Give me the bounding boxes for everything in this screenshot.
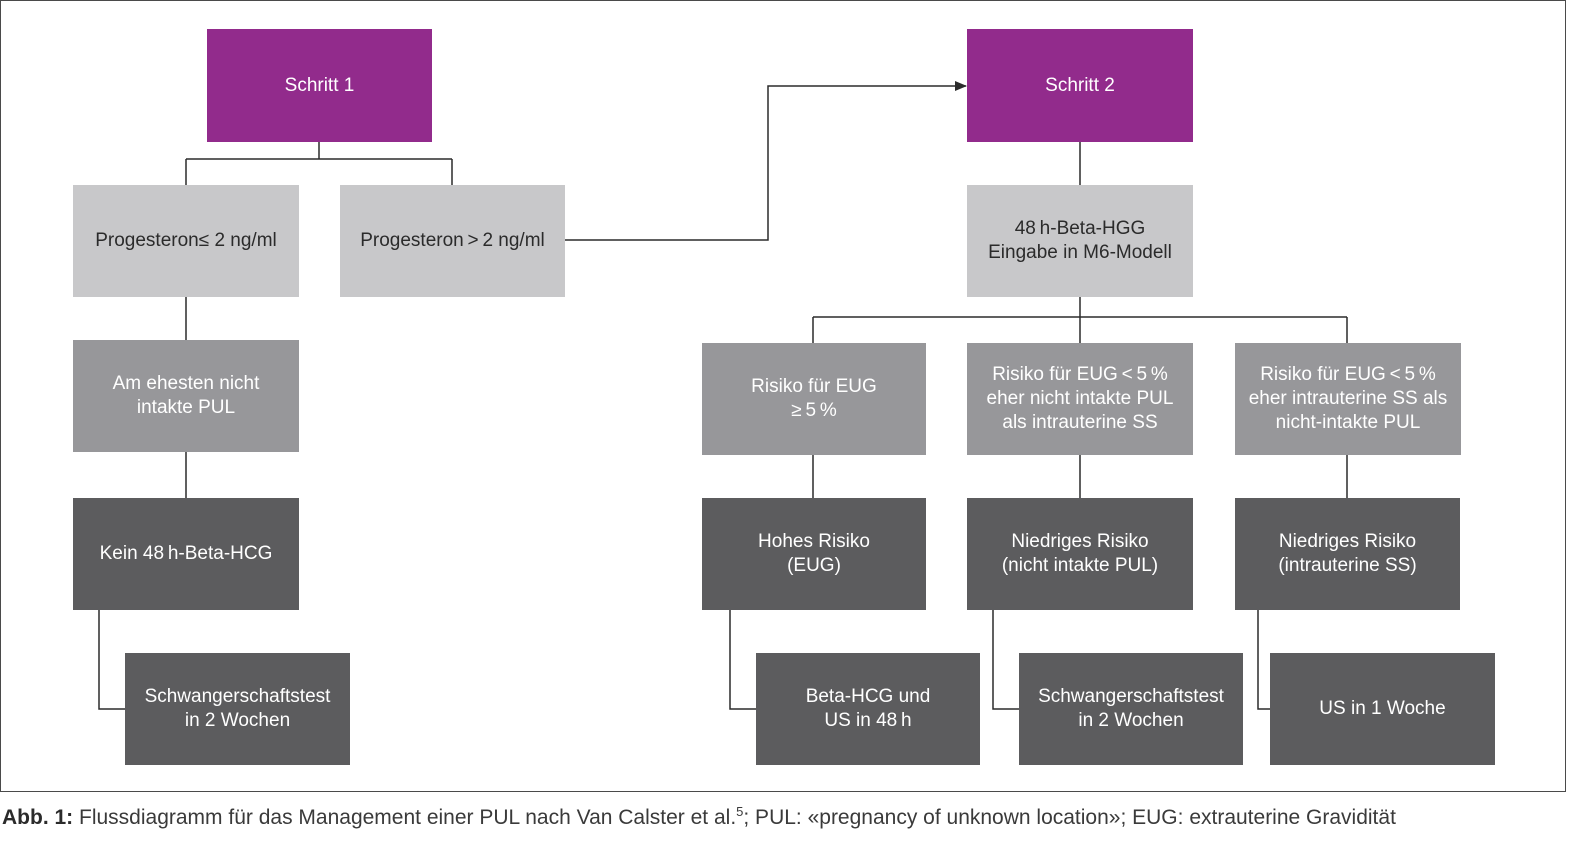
level-line: (EUG)	[787, 555, 841, 576]
step2-input-box: 48 h-Beta-HGG Eingabe in M6-Modell	[967, 185, 1193, 297]
connector-level3-to-followup3	[1257, 610, 1270, 710]
step1-title: Schritt 1	[284, 74, 355, 96]
followup-box-beta-hcg: Beta-HCG und US in 48 h	[756, 653, 980, 765]
risk-line: ≥ 5 %	[791, 400, 837, 421]
level-line: Niedriges Risiko	[1011, 531, 1149, 552]
connector-action-to-followup	[98, 610, 125, 710]
step1-assessment-line: Am ehesten nicht	[112, 373, 260, 394]
followup-box-pregnancy-test: Schwangerschaftstest in 2 Wochen	[1019, 653, 1243, 765]
step2-title: Schritt 2	[1045, 74, 1115, 96]
followup-line: in 2 Wochen	[1078, 710, 1184, 731]
step1-assessment-line: intakte PUL	[136, 397, 236, 418]
arrow-to-step2	[565, 81, 967, 241]
risk-line: eher intrauterine SS als	[1248, 388, 1448, 409]
caption-label: Abb. 1:	[2, 806, 74, 829]
connector-level1-to-followup1	[729, 610, 756, 710]
step2-input-line: Eingabe in M6-Modell	[988, 242, 1172, 263]
progesteron-high-label: Progesteron > 2 ng/ml	[360, 230, 545, 251]
risk-line: nicht-intakte PUL	[1275, 412, 1421, 433]
risk-line: Risiko für EUG < 5 %	[992, 364, 1168, 385]
level-box-low-risk-pul: Niedriges Risiko (nicht intakte PUL)	[967, 498, 1193, 610]
followup-line: Schwangerschaftstest	[1038, 686, 1224, 707]
progesteron-low-box: Progesteron≤ 2 ng/ml	[73, 185, 299, 297]
risk-line: Risiko für EUG	[751, 376, 877, 397]
level-line: Niedriges Risiko	[1278, 531, 1417, 552]
connector-input-to-risks	[812, 297, 1348, 343]
step2-box: Schritt 2	[967, 29, 1193, 142]
connector-step1-to-branches	[185, 142, 453, 185]
level-line: (intrauterine SS)	[1278, 555, 1417, 576]
level-box-high-risk: Hohes Risiko (EUG)	[702, 498, 926, 610]
level-line: (nicht intakte PUL)	[1001, 555, 1159, 576]
risk-box-eug-low-pul: Risiko für EUG < 5 % eher nicht intakte …	[967, 343, 1193, 455]
caption-reference: 5	[736, 804, 744, 819]
caption-text-continued: ; PUL: «pregnancy of unknown location»; …	[743, 806, 1396, 829]
step1-followup-line: Schwangerschaftstest	[144, 686, 331, 707]
risk-line: Risiko für EUG < 5 %	[1260, 364, 1436, 385]
risk-box-eug-high: Risiko für EUG ≥ 5 %	[702, 343, 926, 455]
figure-caption: Abb. 1: Flussdiagramm für das Management…	[2, 804, 1572, 830]
step1-box: Schritt 1	[207, 29, 432, 142]
risk-box-eug-low-ss: Risiko für EUG < 5 % eher intrauterine S…	[1235, 343, 1461, 455]
step1-action-box: Kein 48 h-Beta-HCG	[73, 498, 299, 610]
level-box-low-risk-ss: Niedriges Risiko (intrauterine SS)	[1235, 498, 1460, 610]
connector-lines	[98, 81, 1348, 710]
caption-text: Flussdiagramm für das Management einer P…	[73, 806, 737, 829]
progesteron-high-box: Progesteron > 2 ng/ml	[340, 185, 565, 297]
followup-line: Beta-HCG und	[805, 686, 931, 707]
connector-level2-to-followup2	[992, 610, 1019, 710]
followup-line: US in 1 Woche	[1319, 698, 1446, 719]
level-line: Hohes Risiko	[758, 531, 870, 552]
followup-line: US in 48 h	[824, 710, 912, 731]
diagram-frame: Schritt 1 Progesteron≤ 2 ng/ml Progester…	[0, 0, 1566, 792]
progesteron-low-label: Progesteron≤ 2 ng/ml	[95, 230, 277, 251]
step1-followup-line: in 2 Wochen	[184, 710, 291, 731]
step1-assessment-box: Am ehesten nicht intakte PUL	[73, 340, 299, 452]
followup-box-ultrasound: US in 1 Woche	[1270, 653, 1495, 765]
step2-input-line: 48 h-Beta-HGG	[1014, 218, 1146, 239]
step1-followup-box: Schwangerschaftstest in 2 Wochen	[125, 653, 350, 765]
step1-action-label: Kein 48 h-Beta-HCG	[99, 543, 273, 564]
risk-line: als intrauterine SS	[1002, 412, 1158, 433]
risk-line: eher nicht intakte PUL	[986, 388, 1174, 409]
